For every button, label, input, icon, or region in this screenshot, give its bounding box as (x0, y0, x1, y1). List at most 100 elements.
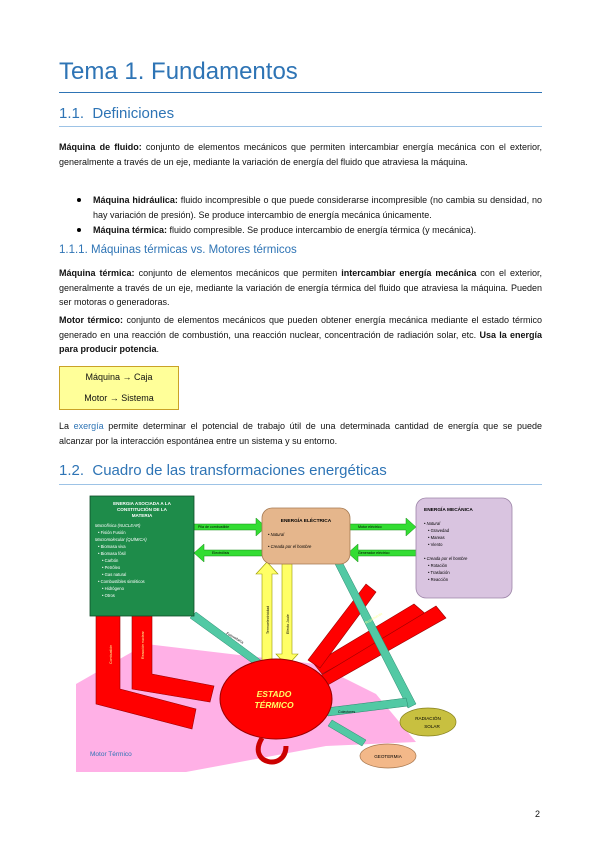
materia-title-line: ENERGIA ASOCIADA A LA (113, 501, 172, 506)
text: conjunto de elementos mecánicos que pued… (59, 315, 542, 340)
text: . (156, 344, 160, 354)
label-colectores: Colectores (338, 710, 355, 714)
label-electrolisis: Electrólisis (212, 551, 229, 555)
teal-arrow-geotermia (327, 719, 367, 747)
definition: conjunto de elementos mecánicos que perm… (59, 142, 542, 167)
materia-line: • Petróleo (102, 565, 121, 570)
motor-termico-label: Motor Térmico (90, 751, 132, 758)
subsection-title: Máquinas térmicas vs. Motores térmicos (90, 244, 297, 256)
yellow-arrow-termoelectric (255, 561, 279, 665)
green-arrow-motor-electrico (347, 517, 417, 537)
radiacion-solar (399, 707, 457, 737)
label-joule: Efecto Joule (286, 614, 290, 634)
bullet-list: Máquina hidráulica: fluido incompresible… (59, 193, 542, 239)
label-generador: Generador eléctrico (358, 551, 390, 555)
mecanica-line: • Natural (424, 521, 441, 526)
term: Máquina térmica: (93, 225, 168, 235)
mecanica-line: • Rotación (428, 563, 448, 568)
callout-box: Máquina → Caja Motor → Sistema (59, 366, 179, 410)
list-item: Máquina hidráulica: fluido incompresible… (59, 193, 542, 222)
text: con el exterior, generalmente a través d… (59, 268, 542, 307)
page-title: Tema 1. Fundamentos (59, 58, 298, 85)
box-energia-mecanica (415, 497, 513, 599)
label-reaccion-nuclear: Reacción nuclear (141, 630, 145, 659)
label-termoelectricidad: Termoelectricidad (266, 606, 270, 634)
term: Motor térmico: (59, 315, 123, 325)
bullet-icon (77, 228, 81, 232)
term: Máquina hidráulica: (93, 195, 178, 205)
exergia-term: exergía (73, 421, 104, 431)
estado-label: TÉRMICO (254, 700, 294, 710)
radiacion-label: SOLAR (424, 724, 440, 729)
term: Máquina de fluido: (59, 142, 142, 152)
electrica-line: • Creada por el hombre (268, 544, 312, 549)
emphasis: Usa la energía para producir potencia (59, 329, 543, 355)
page-number: 2 (535, 809, 541, 819)
estado-termico (219, 658, 333, 740)
mecanica-line: • Reacción (428, 577, 449, 582)
section-heading-cuadro: 1.2. Cuadro de las transformaciones ener… (59, 462, 387, 479)
section-title: Definiciones (92, 105, 175, 122)
definition: fluido compresible. Se produce intercamb… (167, 225, 477, 235)
materia-line: • Hidrógeno (102, 586, 125, 591)
electrica-line: • Natural (268, 532, 285, 537)
callout-line: Motor → Sistema (84, 393, 154, 403)
box-materia (89, 495, 195, 617)
mecanica-line: • Gravedad (428, 528, 450, 533)
box-energia-electrica (261, 507, 351, 565)
text: permite determinar el potencial de traba… (59, 421, 542, 446)
subsection-heading: 1.1.1. Máquinas térmicas vs. Motores tér… (59, 244, 297, 256)
materia-line: • Combustibles sintéticos (98, 579, 145, 584)
term: Máquina térmica: (59, 268, 135, 278)
radiacion-label: RADIACIÓN (415, 715, 441, 721)
materia-title-line: CONSTITUCIÓN DE LA (117, 505, 168, 512)
title-underline (59, 92, 542, 93)
list-item: Máquina térmica: fluido compresible. Se … (59, 223, 542, 238)
paragraph-maquina-termica: Máquina térmica: conjunto de elementos m… (59, 266, 542, 310)
section-number: 1.2. (59, 462, 85, 479)
label-motor-electrico: Motor eléctrico (358, 525, 382, 529)
text: La (59, 421, 74, 431)
materia-line: • Otros (102, 593, 115, 598)
materia-title-line: MATERIA (132, 513, 153, 518)
geotermia-label: GEOTERMIA (374, 754, 403, 759)
mecanica-title: ENERGÍA MECÁNICA (424, 505, 473, 513)
emphasis: intercambiar energía mecánica (341, 268, 477, 278)
geotermia (359, 743, 417, 769)
mecanica-line: • Mareas (428, 535, 445, 540)
definition: fluido incompresible o que puede conside… (93, 195, 543, 220)
materia-line: • Biomasa fósil (98, 551, 126, 556)
materia-line: • Fisión Fusión (98, 530, 126, 535)
section-number: 1.1. (59, 105, 85, 122)
materia-line: • Carbón (102, 558, 119, 563)
section-underline (59, 126, 542, 127)
callout-line: Máquina → Caja (85, 372, 153, 382)
mecanica-line: • Viento (428, 542, 443, 547)
yellow-arrow-joule (275, 563, 299, 667)
paragraph-motor-termico: Motor térmico: conjunto de elementos mec… (59, 313, 542, 357)
mecanica-line: • Creada por el hombre (424, 556, 468, 561)
red-arrow-rozamiento (313, 603, 429, 675)
green-arrow-generador (347, 543, 417, 563)
section-heading-definiciones: 1.1. Definiciones (59, 105, 174, 122)
green-arrow-electrolisis (193, 543, 263, 563)
materia-line: • Gas natural (102, 572, 126, 577)
estado-label: ESTADO (257, 689, 292, 699)
label-combustion: Combustión (109, 645, 113, 664)
energy-transformations-diagram: ENERGIA ASOCIADA A LA CONSTITUCIÓN DE LA… (76, 495, 513, 772)
section-title: Cuadro de las transformaciones energétic… (92, 462, 387, 479)
materia-line: Macrofísica (NUCLEAR) (95, 523, 141, 528)
materia-line: Macromolecular (QUÍMICA) (95, 537, 147, 542)
bullet-icon (77, 198, 81, 202)
green-arrow-pila (193, 517, 267, 537)
mecanica-line: • Traslación (428, 570, 450, 575)
subsection-number: 1.1.1. (59, 244, 88, 256)
electrica-title: ENERGÍA ELÉCTRICA (281, 516, 332, 524)
paragraph-maquina-fluido: Máquina de fluido: conjunto de elementos… (59, 140, 542, 169)
materia-line: • Biomasa viva (98, 544, 126, 549)
text: conjunto de elementos mecánicos que perm… (134, 268, 342, 278)
section-underline (59, 484, 542, 485)
label-pila: Pila de combustible (198, 525, 229, 529)
loop-arrow (255, 736, 289, 765)
